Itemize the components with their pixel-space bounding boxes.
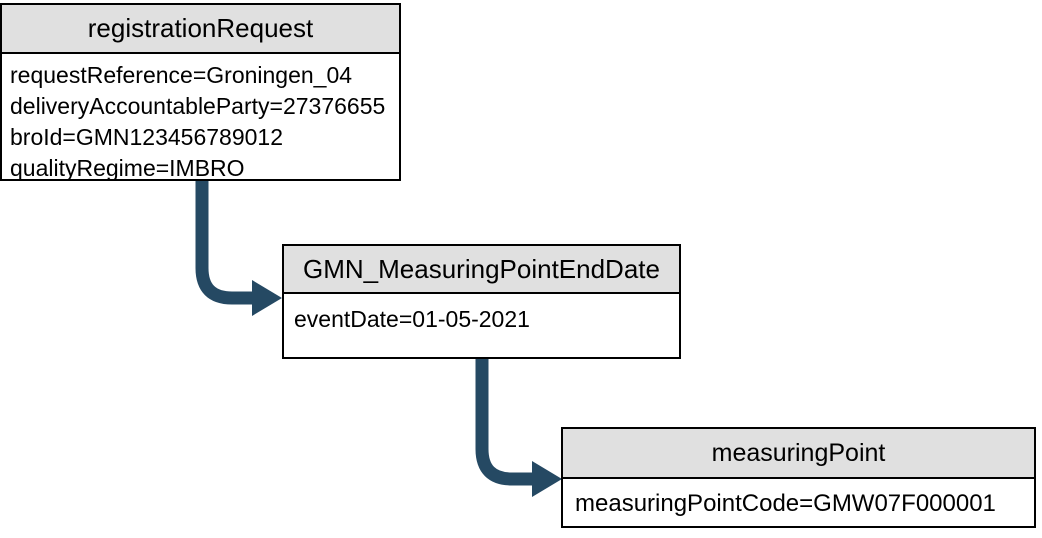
node-measuring-point: measuringPoint measuringPointCode=GMW07F…: [561, 427, 1036, 528]
arrow-elbow-line: [195, 178, 254, 305]
attribute-quality-regime: qualityRegime=IMBRO: [10, 155, 245, 181]
arrow-enddate-to-measuringpoint: [475, 357, 562, 497]
node-attributes: eventDate=01-05-2021: [284, 294, 679, 335]
arrow-elbow-line: [475, 357, 534, 486]
node-title: registrationRequest: [2, 5, 399, 54]
node-title: GMN_MeasuringPointEndDate: [284, 246, 679, 294]
attribute-delivery-accountable-party: deliveryAccountableParty=27376655: [10, 93, 386, 119]
attribute-measuring-point-code: measuringPointCode=GMW07F000001: [575, 490, 996, 517]
arrow-head-icon: [532, 461, 562, 497]
attribute-request-reference: requestReference=Groningen_04: [10, 62, 353, 88]
arrow-head-icon: [252, 280, 282, 316]
arrow-registration-to-enddate: [195, 178, 282, 316]
attribute-event-date: eventDate=01-05-2021: [294, 306, 530, 332]
node-registration-request: registrationRequest requestReference=Gro…: [0, 3, 401, 181]
node-attributes: requestReference=Groningen_04 deliveryAc…: [2, 54, 399, 184]
attribute-bro-id: broId=GMN123456789012: [10, 124, 284, 150]
node-gmn-measuring-point-end-date: GMN_MeasuringPointEndDate eventDate=01-0…: [282, 244, 681, 359]
node-title: measuringPoint: [563, 429, 1034, 479]
node-attributes: measuringPointCode=GMW07F000001: [563, 479, 1034, 519]
